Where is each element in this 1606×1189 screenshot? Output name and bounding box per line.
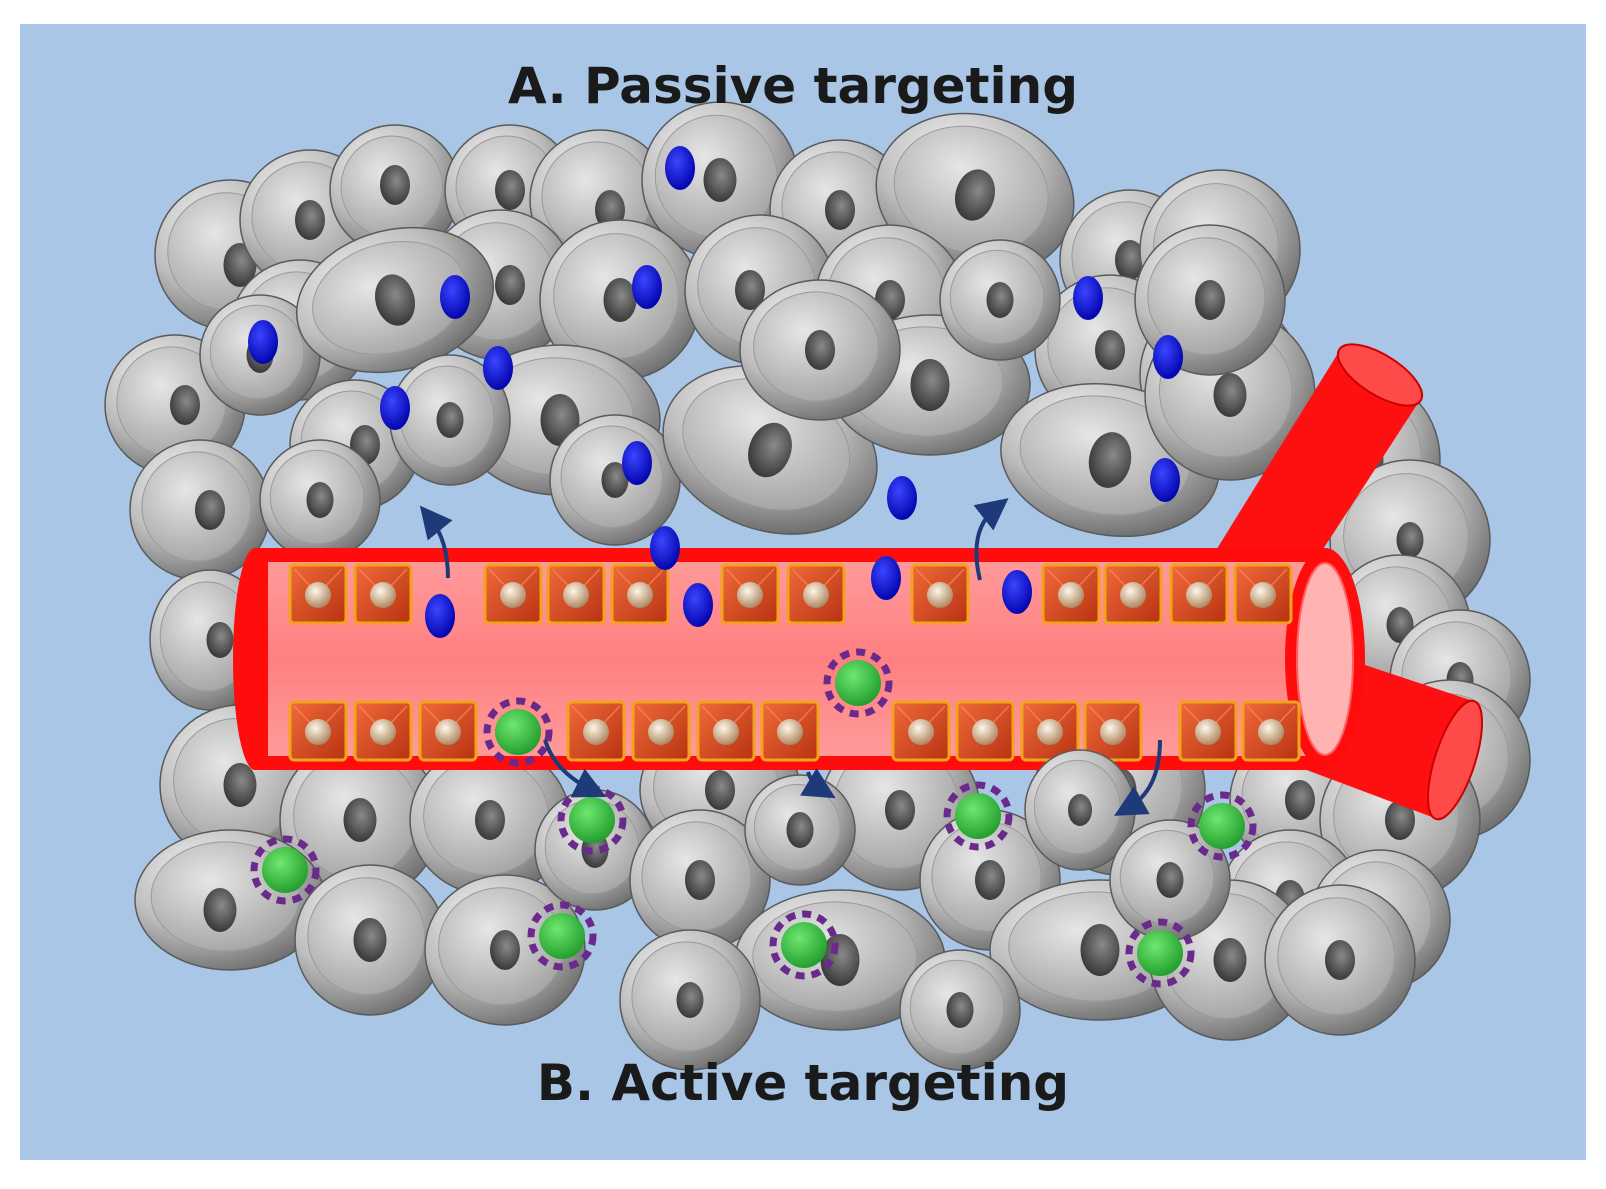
passive-nanoparticle-icon [887,476,917,520]
tumor-cell-icon [1024,749,1136,871]
endothelial-cell-icon [631,700,691,762]
tumor-cell-icon [294,864,446,1016]
endothelial-cell-icon [760,700,820,762]
passive-nanoparticle-icon [425,594,455,638]
endothelial-cell-icon [288,700,348,762]
endothelial-cell-icon [955,700,1015,762]
endothelial-cell-icon [1169,563,1229,625]
passive-nanoparticle-icon [622,441,652,485]
passive-nanoparticle-icon [871,556,901,600]
endothelial-cell-icon [910,563,970,625]
endothelial-cell-icon [696,700,756,762]
passive-nanoparticle-icon [380,386,410,430]
passive-nanoparticle-icon [483,346,513,390]
endothelial-cell-icon [720,563,780,625]
tumor-cell-icon [549,414,681,546]
ligand-nanoparticle-icon [823,648,893,718]
curved-arrow-icon [973,498,1009,581]
tumor-cell-icon [409,744,571,896]
passive-nanoparticle-icon [1150,458,1180,502]
tumor-cell-icon [295,226,495,374]
tumor-cell-icon [629,809,771,951]
tumor-cell-icon [424,874,586,1026]
passive-nanoparticle-icon [1153,335,1183,379]
endothelial-cell-icon [1041,563,1101,625]
active-targeting-label: B. Active targeting [537,1054,1069,1112]
ligand-nanoparticle-icon [250,835,320,905]
passive-nanoparticle-icon [632,265,662,309]
curved-arrow-icon [1114,739,1162,816]
endothelial-cell-icon [418,700,478,762]
curved-arrow-icon [419,505,453,579]
endothelial-cell-icon [610,563,670,625]
passive-nanoparticle-icon [440,275,470,319]
curved-arrow-icon [543,739,607,798]
tumor-cell-icon [539,219,701,381]
tumor-cell-icon [259,439,381,561]
endothelial-cell-icon [566,700,626,762]
tumor-cell-icon [899,949,1021,1071]
tumor-cell-icon [329,124,461,256]
passive-nanoparticle-icon [248,320,278,364]
tumor-cell-icon [1264,884,1416,1036]
endothelial-cell-icon [891,700,951,762]
endothelial-cell-icon [1241,700,1301,762]
vessel-branch-upper [1210,343,1424,600]
ligand-nanoparticle-icon [769,910,839,980]
endothelial-cell-icon [483,563,543,625]
ligand-nanoparticle-icon [943,781,1013,851]
passive-targeting-label: A. Passive targeting [508,57,1078,115]
endothelial-cell-icon [786,563,846,625]
blood-vessel-icon [233,548,1365,770]
blood-vessel [233,343,1483,821]
endothelial-cell-icon [1178,700,1238,762]
tumor-cell-icon [129,439,271,581]
endothelial-cell-icon [1083,700,1143,762]
passive-nanoparticle-icon [1073,276,1103,320]
nanoparticles [248,146,1257,988]
curved-arrow-icon [800,768,836,799]
ligand-nanoparticle-icon [527,901,597,971]
tumor-cell-icon [739,279,901,421]
tumor-cell-icon [939,239,1061,361]
endothelial-cell-icon [546,563,606,625]
ligand-nanoparticle-icon [1125,918,1195,988]
endothelial-cell-icon [353,563,413,625]
passive-nanoparticle-icon [665,146,695,190]
tumor-cell-icon [389,354,511,486]
tumor-cell-icon [744,774,856,886]
endothelial-cell-icon [353,700,413,762]
endothelial-cell-icon [288,563,348,625]
passive-nanoparticle-icon [683,583,713,627]
passive-nanoparticle-icon [650,526,680,570]
passive-nanoparticle-icon [1002,570,1032,614]
ligand-nanoparticle-icon [483,697,553,767]
tumor-cell-icon [619,929,761,1071]
endothelial-cell-icon [1103,563,1163,625]
ligand-nanoparticle-icon [1187,791,1257,861]
endothelial-cell-icon [1233,563,1293,625]
